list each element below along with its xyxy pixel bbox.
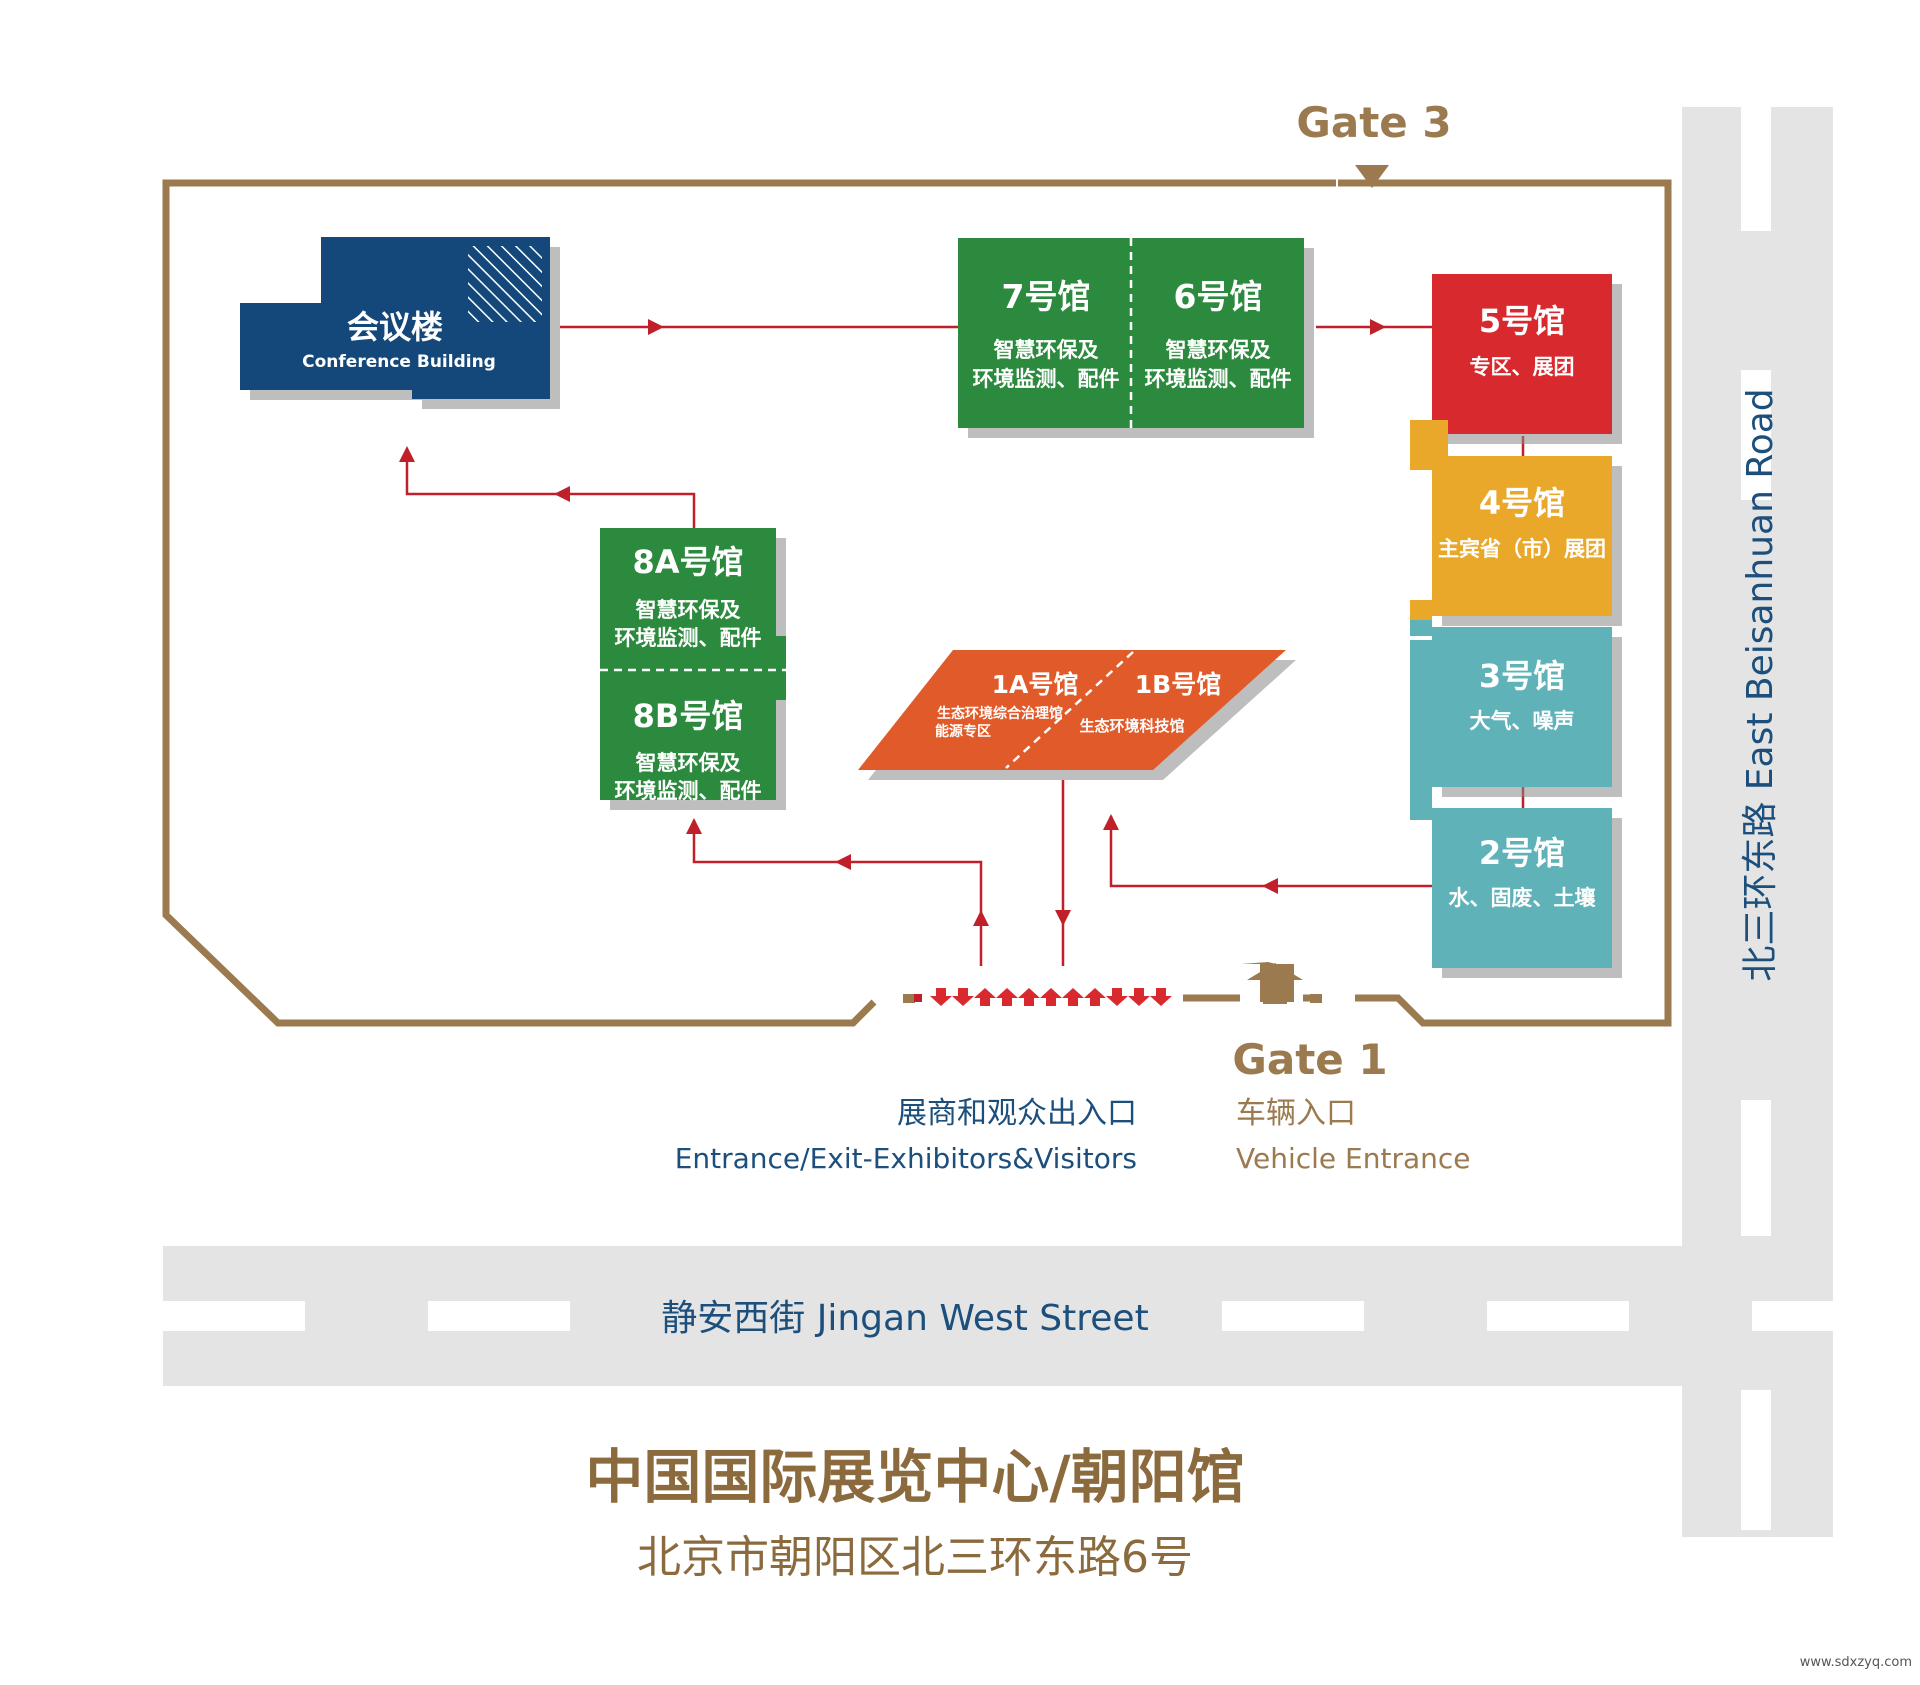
south-road-label: 静安西街 Jingan West Street: [661, 1298, 1148, 1339]
hall-1a-sub1: 生态环境综合治理馆: [937, 705, 1063, 722]
conference-building[interactable]: 会议楼 Conference Building: [240, 237, 560, 409]
hall-8b-sub2: 环境监测、配件: [615, 779, 762, 803]
hall-1a-sub2: 能源专区: [935, 723, 991, 740]
venue-address: 北京市朝阳区北三环东路6号: [637, 1532, 1193, 1583]
venue-title: 中国国际展览中心/朝阳馆: [585, 1443, 1244, 1511]
hall-1a-1b[interactable]: 1A号馆 生态环境综合治理馆 能源专区 1B号馆 生态环境科技馆: [858, 650, 1296, 780]
hall-8a-sub2: 环境监测、配件: [615, 626, 762, 650]
road-dash: [163, 1301, 305, 1331]
road-dash: [1741, 1100, 1771, 1236]
hall-4-sub: 主宾省（市）展团: [1438, 537, 1606, 561]
hall-7-sub2: 环境监测、配件: [973, 367, 1120, 391]
road-dash: [1752, 1301, 1833, 1331]
conference-en: Conference Building: [302, 352, 496, 372]
gate3-arrow-icon: [1355, 165, 1389, 188]
gate1-up-arrow-icon: [1247, 963, 1303, 1004]
hall-8a-name: 8A号馆: [632, 543, 743, 581]
gate1-label: Gate 1: [1232, 1035, 1387, 1084]
gate3-label: Gate 3: [1296, 98, 1451, 147]
hall-3[interactable]: 3号馆 大气、噪声: [1410, 620, 1622, 797]
road-dash: [1741, 1390, 1771, 1530]
hall-4[interactable]: 4号馆 主宾省（市）展团: [1410, 420, 1622, 626]
hall-8a-8b[interactable]: 8A号馆 智慧环保及 环境监测、配件 8B号馆 智慧环保及 环境监测、配件: [600, 528, 786, 810]
hall-2-name: 2号馆: [1479, 834, 1565, 872]
road-dash: [1222, 1301, 1364, 1331]
hall-8a-sub1: 智慧环保及: [636, 598, 742, 622]
hall-7-sub1: 智慧环保及: [994, 338, 1100, 362]
visitor-entrance-arrows: [914, 988, 1172, 1006]
hall-8b-name: 8B号馆: [633, 697, 744, 735]
hall-2[interactable]: 2号馆 水、固废、土壤: [1410, 776, 1622, 978]
route-arrow-icons: [399, 319, 1386, 926]
hall-1a-name: 1A号馆: [992, 670, 1079, 699]
hall-8b-sub1: 智慧环保及: [636, 751, 742, 775]
hall-1b-name: 1B号馆: [1135, 670, 1221, 699]
hall-6-sub1: 智慧环保及: [1166, 338, 1272, 362]
roads: [163, 107, 1833, 1537]
road-dash: [428, 1301, 570, 1331]
hall-6-sub2: 环境监测、配件: [1145, 367, 1292, 391]
hall-5[interactable]: 5号馆 专区、展团: [1432, 274, 1622, 444]
gate1-dashes: [903, 994, 1322, 1003]
road-dash: [1741, 107, 1771, 231]
hall-5-sub: 专区、展团: [1470, 355, 1575, 379]
hall-6-name: 6号馆: [1174, 277, 1263, 316]
vehicle-entrance-en: Vehicle Entrance: [1236, 1142, 1471, 1175]
hall-1b-sub: 生态环境科技馆: [1079, 717, 1184, 735]
visitor-entrance-cn: 展商和观众出入口: [897, 1096, 1137, 1131]
vehicle-entrance-cn: 车辆入口: [1236, 1096, 1356, 1131]
conference-name: 会议楼: [347, 308, 443, 346]
road-dash: [1741, 370, 1771, 500]
visitor-entrance-en: Entrance/Exit-Exhibitors&Visitors: [675, 1142, 1137, 1175]
hall-2-sub: 水、固废、土壤: [1449, 886, 1597, 910]
hall-7-name: 7号馆: [1002, 277, 1091, 316]
hall-5-name: 5号馆: [1479, 302, 1565, 340]
hall-3-name: 3号馆: [1479, 657, 1565, 695]
hall-7-6[interactable]: 7号馆 智慧环保及 环境监测、配件 6号馆 智慧环保及 环境监测、配件: [958, 238, 1314, 438]
east-road-label: 北三环东路 East Beisanhuan Road: [1740, 388, 1781, 981]
hall-4-name: 4号馆: [1479, 484, 1565, 522]
hall-3-sub: 大气、噪声: [1470, 709, 1575, 733]
road-dash: [1487, 1301, 1629, 1331]
watermark: www.sdxzyq.com: [1800, 1655, 1912, 1670]
